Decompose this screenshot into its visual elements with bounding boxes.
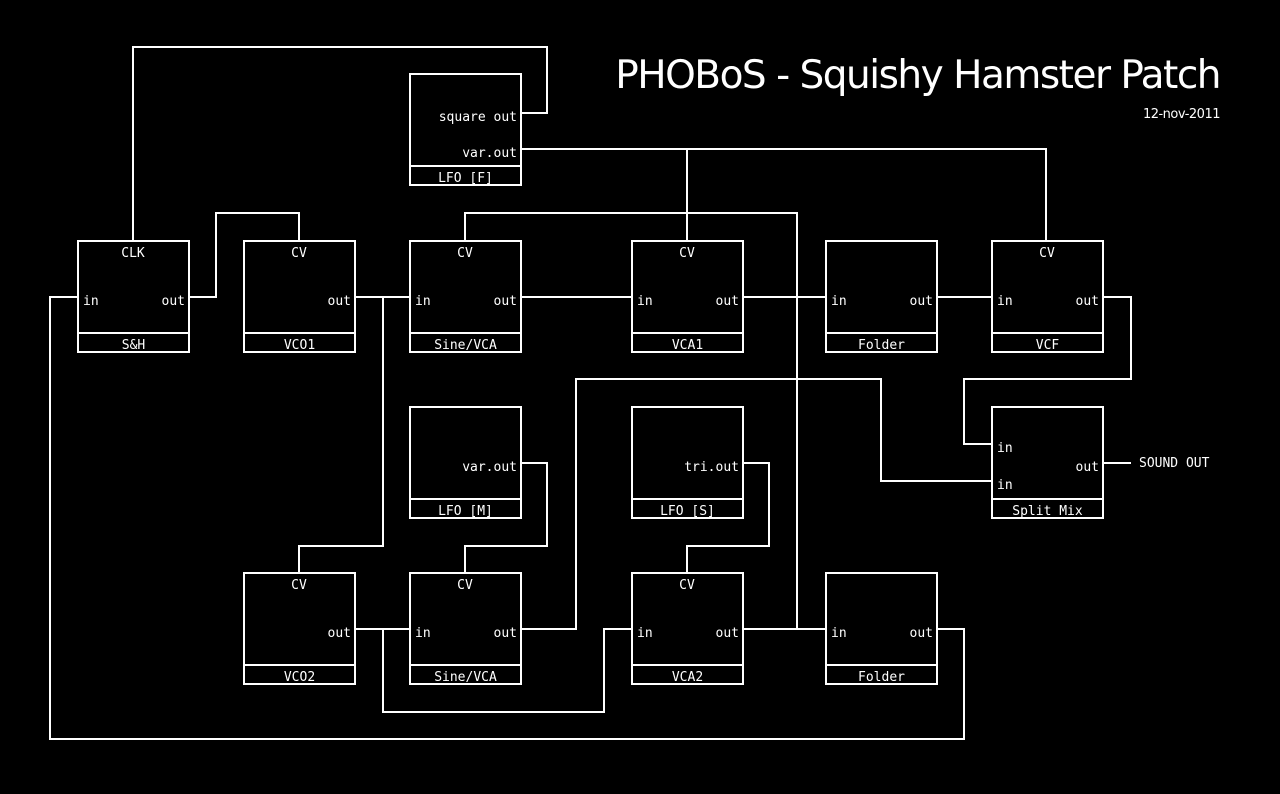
module-name: VCO1 [284,338,315,353]
patch-cable [464,462,548,573]
page-title: PHOBoS - Squishy Hamster Patch [615,53,1220,98]
module-box [243,572,356,685]
port-label: in [415,294,431,309]
port-label: in [415,626,431,641]
module-name: VCF [1036,338,1060,353]
patch-cable [382,628,632,713]
port-label: out [910,294,933,309]
module-name: LFO [F] [438,171,493,186]
patch-cable [464,212,798,629]
module-folder: Folder in out [825,240,938,353]
port-label: CV [679,578,695,593]
port-label: out [494,626,517,641]
patch-cable [49,296,965,740]
module-name: Sine/VCA [434,670,497,685]
port-label: CV [1039,246,1055,261]
module-sine-vca: Sine/VCA CV in out [409,572,522,685]
port-label: CV [457,578,473,593]
module-vco1: VCO1 CV out [243,240,356,353]
module-name: S&H [122,338,145,353]
module-name: Folder [858,338,905,353]
module-name: Folder [858,670,905,685]
port-label: in [637,626,653,641]
module-vcf: VCF CV in out [991,240,1104,353]
port-label: out [910,626,933,641]
module-name: LFO [M] [438,504,493,519]
module-box [409,73,522,186]
patch-cable [132,46,548,241]
module-vca2: VCA2 CV in out [631,572,744,685]
port-label: CLK [121,246,145,261]
port-label: in [831,626,847,641]
port-label: out [328,626,351,641]
port-label: in [83,294,99,309]
patch-cable [521,148,1047,241]
module-box [631,406,744,519]
port-label: CV [457,246,473,261]
port-label: var.out [462,146,517,161]
port-label: out [1076,460,1099,475]
module-lfo-m: LFO [M] var.out [409,406,522,519]
port-label: out [328,294,351,309]
module-box [631,240,744,353]
module-box [631,572,744,685]
module-vco2: VCO2 CV out [243,572,356,685]
module-box [825,572,938,685]
module-s-h: S&H CLK in out [77,240,190,353]
port-label: in [997,294,1013,309]
module-name: Split Mix [1012,504,1083,519]
port-label: in [997,441,1013,456]
patch-cable [189,212,300,298]
port-label: CV [679,246,695,261]
port-label: out [716,626,739,641]
port-label: out [494,294,517,309]
port-label: in [997,478,1013,493]
module-vca1: VCA1 CV in out [631,240,744,353]
patch-cable [521,378,992,630]
module-folder: Folder in out [825,572,938,685]
patch-date: 12-nov-2011 [1143,107,1220,122]
module-lfo-f: LFO [F] square out var.out [409,73,522,186]
port-label: in [831,294,847,309]
port-label: CV [291,246,307,261]
port-label: out [716,294,739,309]
module-lfo-s: LFO [S] tri.out [631,406,744,519]
module-box [243,240,356,353]
patch-cable [298,297,384,573]
patch-cables [49,46,1132,740]
sound-out-label: SOUND OUT [1139,456,1210,471]
module-box [409,406,522,519]
port-label: square out [439,110,517,125]
port-label: tri.out [684,460,739,475]
module-box [991,240,1104,353]
module-name: VCO2 [284,670,315,685]
module-box [991,406,1104,519]
port-label: var.out [462,460,517,475]
patch-cable [686,462,770,573]
port-label: out [162,294,185,309]
module-sine-vca: Sine/VCA CV in out [409,240,522,353]
module-name: LFO [S] [660,504,715,519]
module-box [409,240,522,353]
module-box [409,572,522,685]
port-label: CV [291,578,307,593]
module-split-mix: Split Mix in in out [991,406,1104,519]
port-label: out [1076,294,1099,309]
patch-cable [963,296,1132,445]
port-label: in [637,294,653,309]
module-name: Sine/VCA [434,338,497,353]
module-box [825,240,938,353]
module-name: VCA2 [672,670,703,685]
module-name: VCA1 [672,338,703,353]
module-box [77,240,190,353]
